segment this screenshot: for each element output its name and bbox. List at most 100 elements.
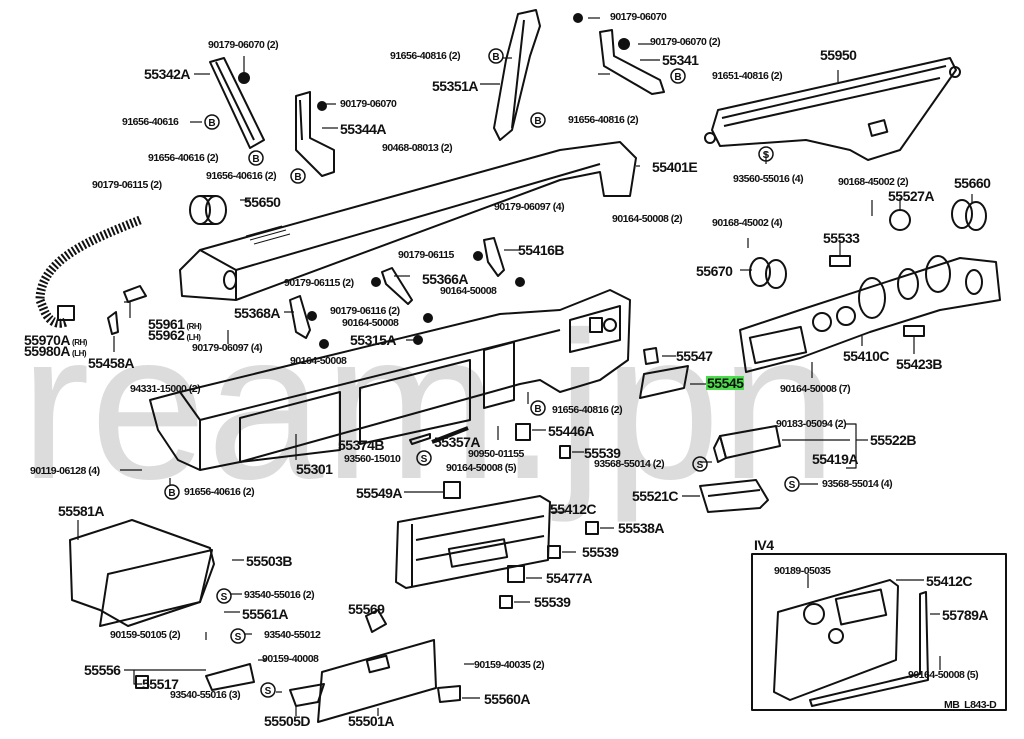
part-label[interactable]: 55342A (144, 66, 191, 82)
part-label[interactable]: 55423B (896, 356, 943, 372)
part-label[interactable]: 55521C (632, 488, 679, 504)
part-label[interactable]: 55522B (870, 432, 917, 448)
part-label[interactable]: 90950-01155 (468, 448, 524, 460)
part-label[interactable]: 55789A (942, 607, 989, 623)
part-55477A-knob[interactable] (507, 565, 525, 583)
part-label[interactable]: 55569 (348, 601, 385, 617)
part-55446A-cover[interactable] (515, 423, 531, 441)
part-55412C-control-panel[interactable] (395, 495, 551, 589)
part-55556-hinge[interactable] (205, 663, 255, 691)
part-label[interactable]: 55962(LH) (148, 327, 201, 343)
part-55410C-cluster-panel[interactable] (739, 255, 1001, 373)
part-label[interactable]: 93560-15010 (344, 453, 401, 465)
part-label[interactable]: 90189-05035 (774, 565, 831, 577)
part-label[interactable]: 55419A (812, 451, 859, 467)
part-label[interactable]: 55556 (84, 662, 121, 678)
part-label[interactable]: 90164-50008 (5) (446, 462, 517, 474)
part-55650-vent[interactable] (189, 195, 227, 225)
part-55342A-bracket[interactable] (209, 57, 265, 149)
part-label[interactable]: 90164-50008 (342, 317, 399, 329)
part-label[interactable]: 55416B (518, 242, 565, 258)
part-label[interactable]: 90179-06070 (340, 98, 397, 110)
part-55505D-hinge[interactable] (289, 683, 325, 707)
part-label[interactable]: 55970A(RH) (24, 332, 87, 348)
part-label[interactable]: 55539 (584, 445, 621, 461)
part-label[interactable]: 90179-06070 (610, 11, 667, 23)
part-label[interactable]: 55366A (422, 271, 469, 287)
part-label[interactable]: 55357A (434, 434, 481, 450)
part-55970A-hose[interactable] (35, 215, 142, 328)
part-label[interactable]: 90179-06116 (2) (330, 305, 400, 317)
part-55416B-bracket[interactable] (473, 237, 525, 287)
part-55423B-lamp[interactable] (903, 325, 925, 337)
part-label[interactable]: 93568-55014 (4) (822, 478, 893, 490)
part-55670-gauge[interactable] (749, 257, 787, 289)
part-label[interactable]: 93540-55016 (2) (244, 589, 315, 601)
part-55533-lamp[interactable] (829, 255, 851, 267)
part-label[interactable]: 90159-40035 (2) (474, 659, 545, 671)
part-label[interactable]: 91656-40816 (2) (568, 114, 639, 126)
part-label[interactable]: 55505D (264, 713, 311, 729)
part-55538A-knob[interactable] (585, 521, 599, 535)
part-label[interactable]: 55503B (246, 553, 293, 569)
part-label[interactable]: 55560A (484, 691, 531, 707)
part-label[interactable]: 55368A (234, 305, 281, 321)
part-label[interactable]: 93540-55012 (264, 629, 321, 641)
part-55501A-glove-door[interactable] (317, 639, 437, 723)
part-55521C-ashtray-box[interactable] (699, 479, 769, 513)
part-label[interactable]: 55412C (550, 501, 597, 517)
part-55961-clip[interactable] (107, 285, 147, 335)
part-label[interactable]: 55517 (142, 676, 179, 692)
part-label[interactable]: 94331-15000 (2) (130, 383, 201, 395)
part-label[interactable]: 55980A(LH) (24, 343, 87, 359)
part-55301-instrument-panel[interactable] (149, 289, 631, 471)
part-label[interactable]: 55650 (244, 194, 281, 210)
part-label[interactable]: 90159-40008 (262, 653, 319, 665)
part-label[interactable]: 55351A (432, 78, 479, 94)
part-label[interactable]: 90179-06115 (398, 249, 454, 261)
part-label[interactable]: 90179-06070 (2) (650, 36, 721, 48)
part-label[interactable]: 90179-06097 (4) (192, 342, 263, 354)
inset-55789A-trim[interactable] (809, 591, 929, 707)
part-label[interactable]: 55315A (350, 332, 397, 348)
part-label[interactable]: 91656-40616 (2) (184, 486, 255, 498)
part-55549A-knob[interactable] (443, 481, 461, 499)
part-label[interactable]: 55344A (340, 121, 387, 137)
part-55374B-latch[interactable] (409, 433, 431, 445)
part-label[interactable]: 91656-40816 (2) (552, 404, 623, 416)
part-label[interactable]: 90159-50105 (2) (110, 629, 181, 641)
part-label[interactable]: 90164-50008 (440, 285, 497, 297)
part-55517-bumper[interactable] (135, 675, 149, 689)
part-label[interactable]: 55961(RH) (148, 316, 202, 332)
part-55950-duct[interactable] (704, 57, 961, 161)
part-label[interactable]: 55446A (548, 423, 595, 439)
part-label[interactable]: 55301 (296, 461, 333, 477)
part-label[interactable]: 55538A (618, 520, 665, 536)
part-label[interactable]: 55477A (546, 570, 593, 586)
part-label[interactable]: 55547 (676, 348, 713, 364)
part-label[interactable]: 90179-06115 (2) (284, 277, 354, 289)
part-55357A-strip[interactable] (431, 426, 469, 444)
part-label[interactable]: 55533 (823, 230, 860, 246)
part-55539-knob-lower[interactable] (499, 595, 513, 609)
part-label[interactable]: 90164-50008 (290, 355, 347, 367)
part-55419A-ashtray[interactable] (713, 425, 781, 463)
part-label[interactable]: 55561A (242, 606, 289, 622)
part-55569-stopper[interactable] (365, 609, 387, 633)
part-55366A-bracket[interactable] (371, 267, 433, 323)
part-label[interactable]: 93560-55016 (4) (733, 173, 804, 185)
part-label[interactable]: 55670 (696, 263, 733, 279)
part-55539-knob[interactable] (547, 545, 561, 559)
part-55539-clip[interactable] (559, 445, 571, 459)
part-label[interactable]: 55501A (348, 713, 395, 729)
part-label[interactable]: 90179-06070 (2) (208, 39, 279, 51)
part-label[interactable]: 55412C (926, 573, 973, 589)
part-label[interactable]: 90119-06128 (4) (30, 465, 100, 477)
part-label[interactable]: 91656-40616 (2) (206, 170, 277, 182)
part-label[interactable]: 55527A (888, 188, 935, 204)
part-55545-cover[interactable] (639, 365, 689, 399)
part-55368A-bracket[interactable] (289, 295, 329, 349)
part-55547-cover[interactable] (643, 347, 659, 365)
part-label[interactable]: 90168-45002 (4) (712, 217, 783, 229)
part-55660-gauge[interactable] (951, 199, 987, 231)
